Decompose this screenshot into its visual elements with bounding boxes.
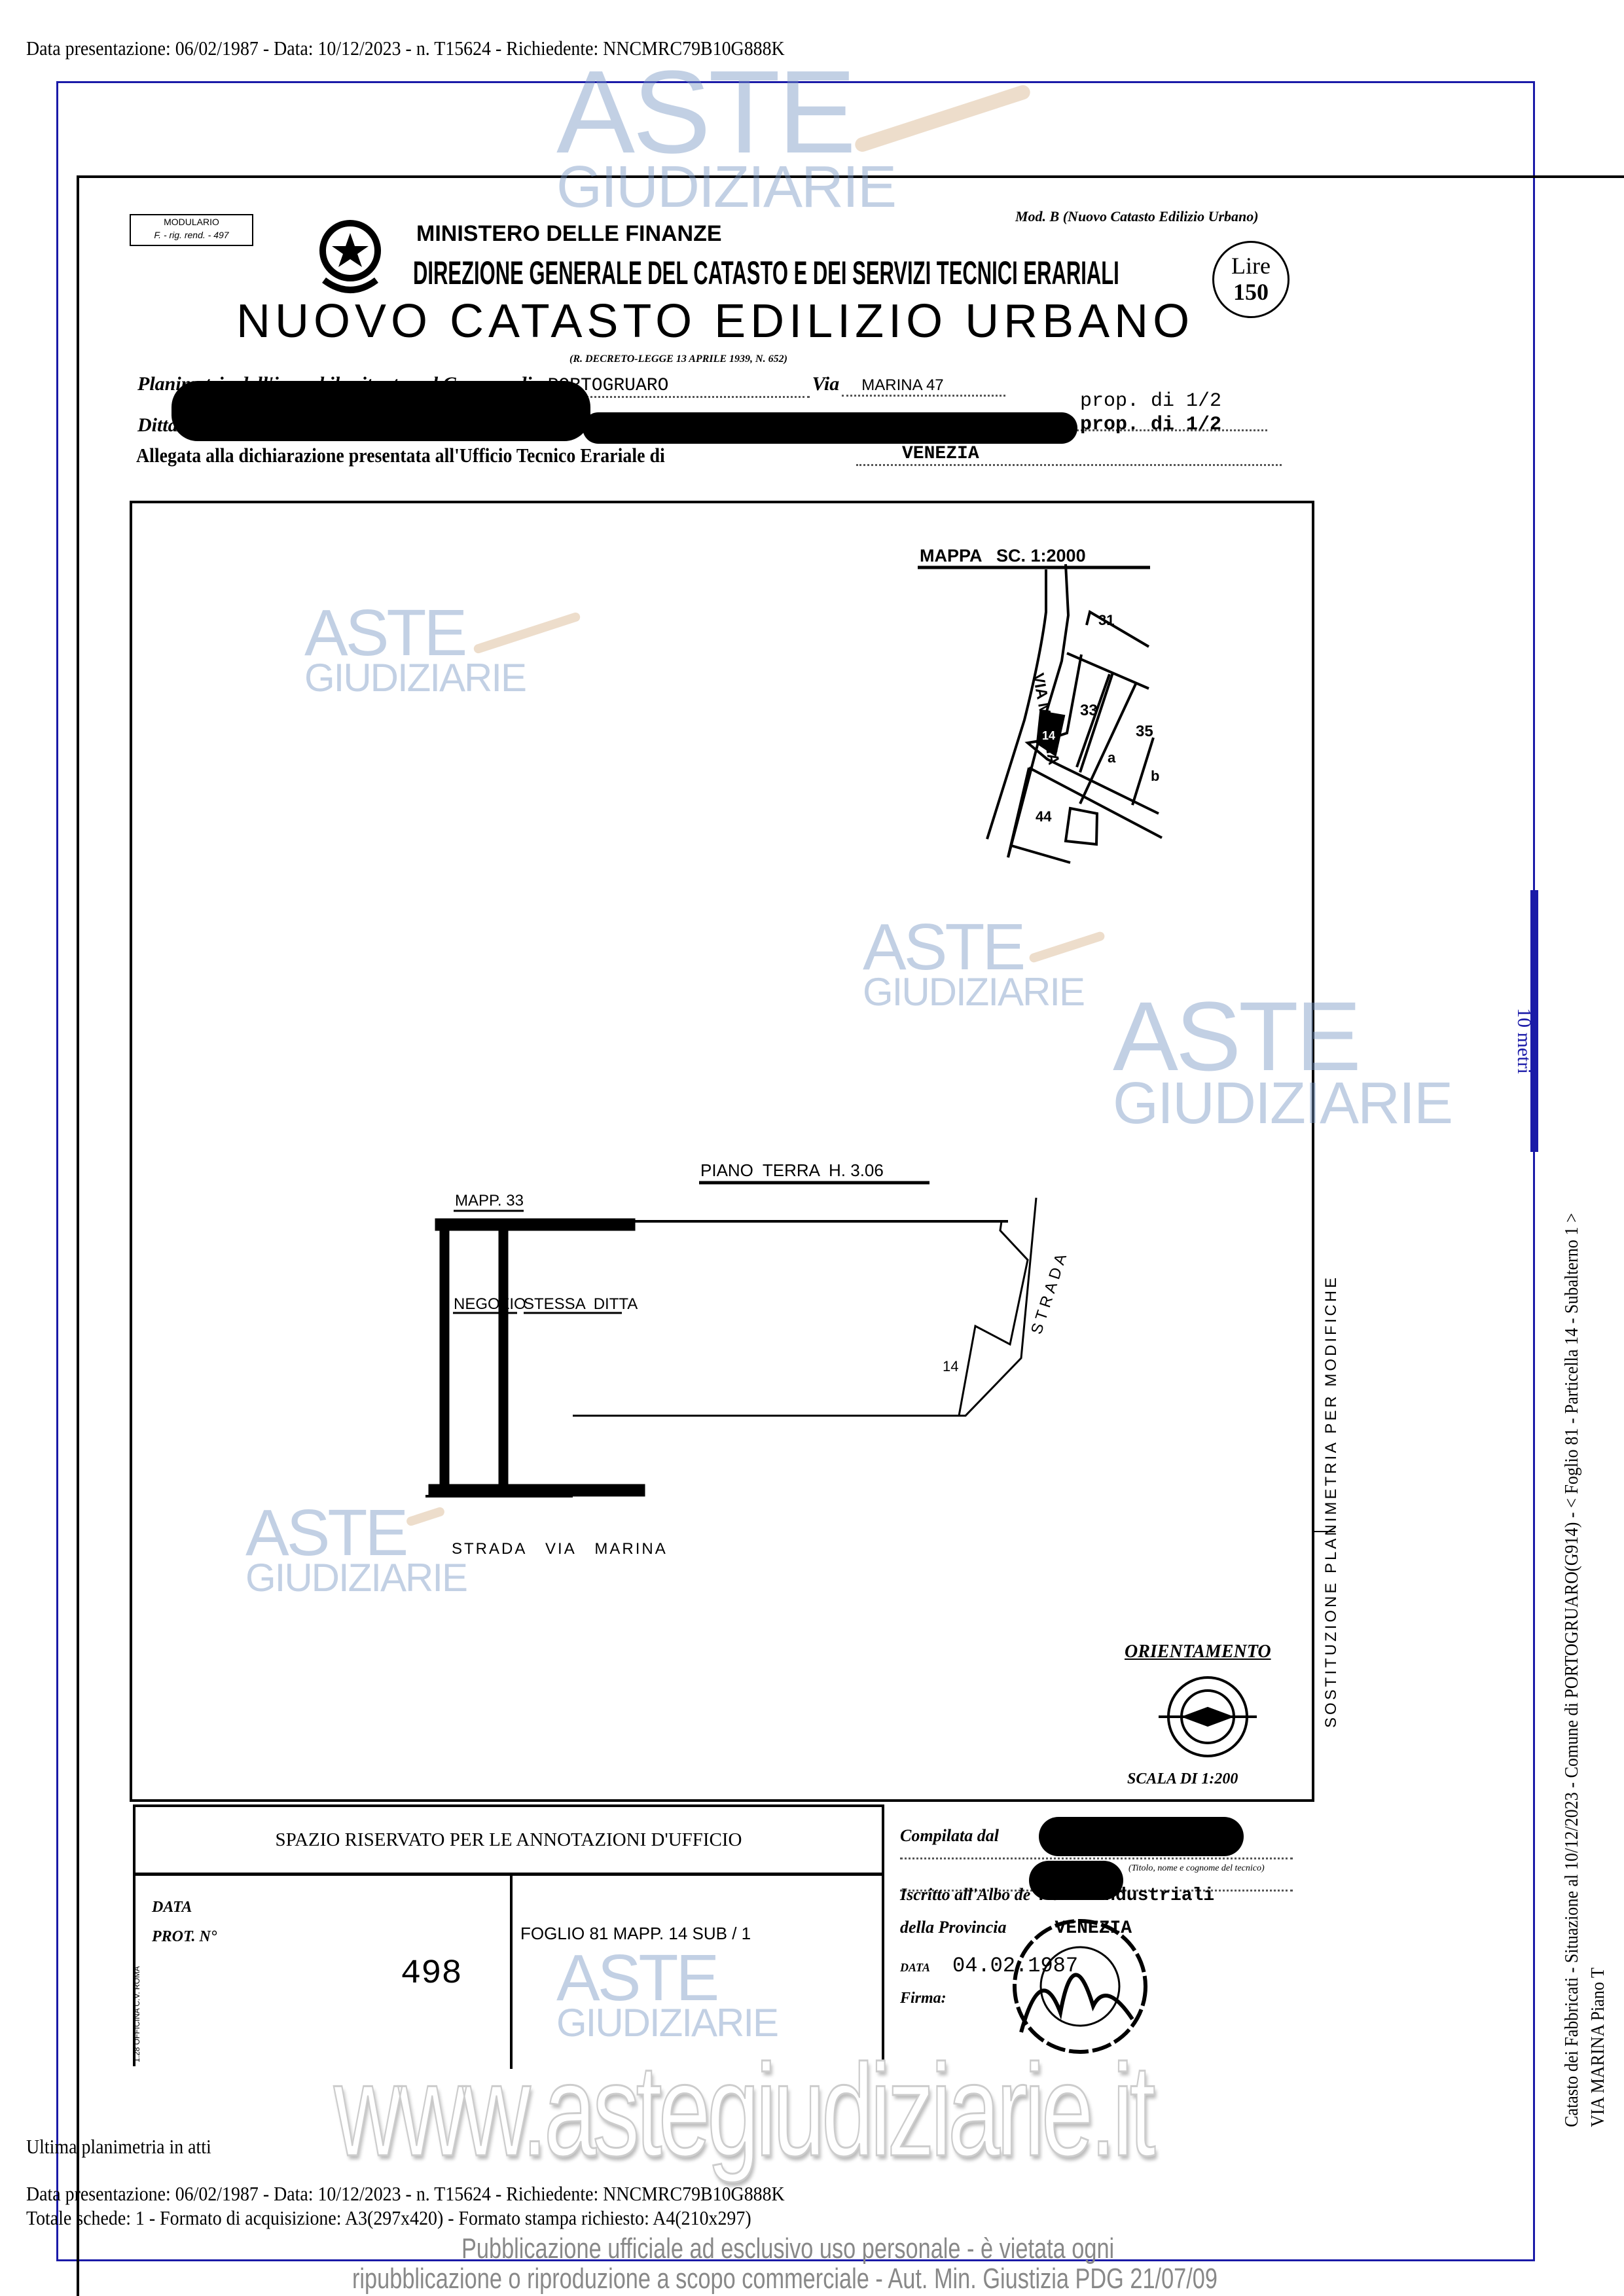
notice-line2: ripubblicazione o riproduzione a scopo c… (352, 2263, 1218, 2295)
compilata-row: Compilata dal (900, 1826, 1293, 1846)
redaction (583, 412, 1077, 444)
side-note: SOSTITUZIONE PLANIMETRIA PER MODIFICHE (1322, 1274, 1340, 1728)
stamp-lire-label: Lire (1231, 253, 1271, 279)
watermark-site: www.astegiudiziarie.it (333, 2037, 1157, 2183)
iscritto-value: Per. Industriali (1038, 1886, 1215, 1906)
header-line: Data presentazione: 06/02/1987 - Data: 1… (26, 37, 785, 60)
scala-label: SCALA DI 1:200 (1127, 1770, 1238, 1787)
map-title: MAPPA SC. 1:2000 (920, 546, 1086, 565)
map-parcel-31: 31 (1098, 612, 1114, 628)
footer-totale-line: Totale schede: 1 - Formato di acquisizio… (26, 2206, 751, 2229)
iscritto-row: Iscritto all'Albo de Per. Industriali (900, 1885, 1214, 1906)
office-box: SPAZIO RISERVATO PER LE ANNOTAZIONI D'UF… (132, 1804, 884, 2069)
office-box-title: SPAZIO RISERVATO PER LE ANNOTAZIONI D'UF… (135, 1807, 882, 1876)
orientamento-label: ORIENTAMENTO (1125, 1641, 1271, 1662)
via-label: Via (812, 373, 840, 395)
printer-mark: 1.28 OFFICINA C.V. ROMA (132, 1966, 141, 2062)
map-parcel-14: 14 (1042, 729, 1055, 742)
stamp-lire-value: 150 (1233, 279, 1269, 305)
prop-line2: prop. di 1/2 (1080, 414, 1222, 436)
via-value: MARINA 47 (842, 376, 1006, 397)
side-info-line1: Catasto dei Fabbricati - Situazione al 1… (1561, 1213, 1582, 2127)
modulario-line2: F. - rig. rend. - 497 (154, 230, 229, 240)
prot-value: 498 (401, 1954, 462, 1993)
map-parcel-44: 44 (1036, 808, 1052, 825)
direzione-text: DIREZIONE GENERALE DEL CATASTO E DEI SER… (413, 255, 1119, 291)
provincia-label: della Provincia (900, 1918, 1007, 1937)
notice-line1: Pubblicazione ufficiale ad esclusivo uso… (461, 2233, 1115, 2265)
negozio-label: NEGOZIO (454, 1295, 526, 1313)
compass-icon (1159, 1676, 1257, 1757)
ditta-label: Ditta (137, 414, 178, 436)
redaction (1029, 1861, 1123, 1900)
compilata-label: Compilata dal (900, 1826, 999, 1845)
redaction (171, 381, 590, 441)
scale-bar (1530, 890, 1538, 1152)
republic-emblem-icon (319, 220, 381, 293)
page-left-edge (77, 175, 79, 2296)
modulario-box: MODULARIO F. - rig. rend. - 497 (130, 214, 253, 246)
mod-b-label: Mod. B (Nuovo Catasto Edilizio Urbano) (1015, 208, 1259, 224)
compilata-sub: (Titolo, nome e cognome del tecnico) (1128, 1863, 1265, 1873)
allegata-label: Allegata alla dichiarazione presentata a… (136, 444, 665, 467)
map-label-b: b (1151, 768, 1159, 784)
official-stamp-icon (1013, 1919, 1147, 2054)
mapp33-label: MAPP. 33 (455, 1192, 524, 1210)
prot-label: PROT. N° (152, 1928, 217, 1945)
blue-frame (56, 81, 1535, 2261)
strada-via-marina-label: STRADA VIA MARINA (452, 1540, 668, 1558)
main-title: NUOVO CATASTO EDILIZIO URBANO (236, 295, 1195, 348)
firma-label: Firma: (900, 1990, 947, 2007)
decree-ref: (R. DECRETO-LEGGE 13 APRILE 1939, N. 652… (569, 353, 787, 365)
ufficio-value: VENEZIA (856, 444, 1282, 466)
page-top-edge (77, 175, 1624, 178)
footer-data-line: Data presentazione: 06/02/1987 - Data: 1… (26, 2182, 785, 2205)
iscritto-label: Iscritto all'Albo de (900, 1885, 1031, 1904)
stessa-ditta-label: STESSA DITTA (524, 1295, 638, 1313)
parcel-14-label: 14 (943, 1358, 958, 1374)
foglio-ref: FOGLIO 81 MAPP. 14 SUB / 1 (520, 1924, 751, 1943)
map-label-a: a (1108, 749, 1116, 766)
location-map: MAPPA SC. 1:2000 VIA MARINA 31 33 35 14 … (918, 546, 1163, 864)
data-label: DATA (152, 1899, 192, 1916)
side-info-line2: VIA MARINA Piano T (1587, 1967, 1608, 2127)
piano-title: PIANO TERRA H. 3.06 (700, 1160, 884, 1180)
map-parcel-33: 33 (1080, 702, 1098, 719)
modulario-line1: MODULARIO (164, 217, 219, 227)
floor-plan: PIANO TERRA H. 3.06 MAPP. 33 NEGOZIO STE… (425, 1160, 1072, 1558)
allegata-row: Allegata alla dichiarazione presentata a… (136, 444, 1282, 467)
map-parcel-35: 35 (1136, 723, 1153, 740)
stamp-lire: Lire 150 (1212, 241, 1290, 318)
redaction (1039, 1817, 1244, 1856)
direzione-title: DIREZIONE GENERALE DEL CATASTO E DEI SER… (413, 254, 1552, 292)
strada-diag-label: STRADA (1028, 1248, 1072, 1336)
ministry-title: MINISTERO DELLE FINANZE (416, 221, 722, 246)
prop-line1: prop. di 1/2 (1080, 390, 1222, 412)
drawing-frame (130, 501, 1314, 1802)
data-label: DATA (900, 1961, 931, 1974)
ultima-planimetria: Ultima planimetria in atti (26, 2135, 211, 2158)
